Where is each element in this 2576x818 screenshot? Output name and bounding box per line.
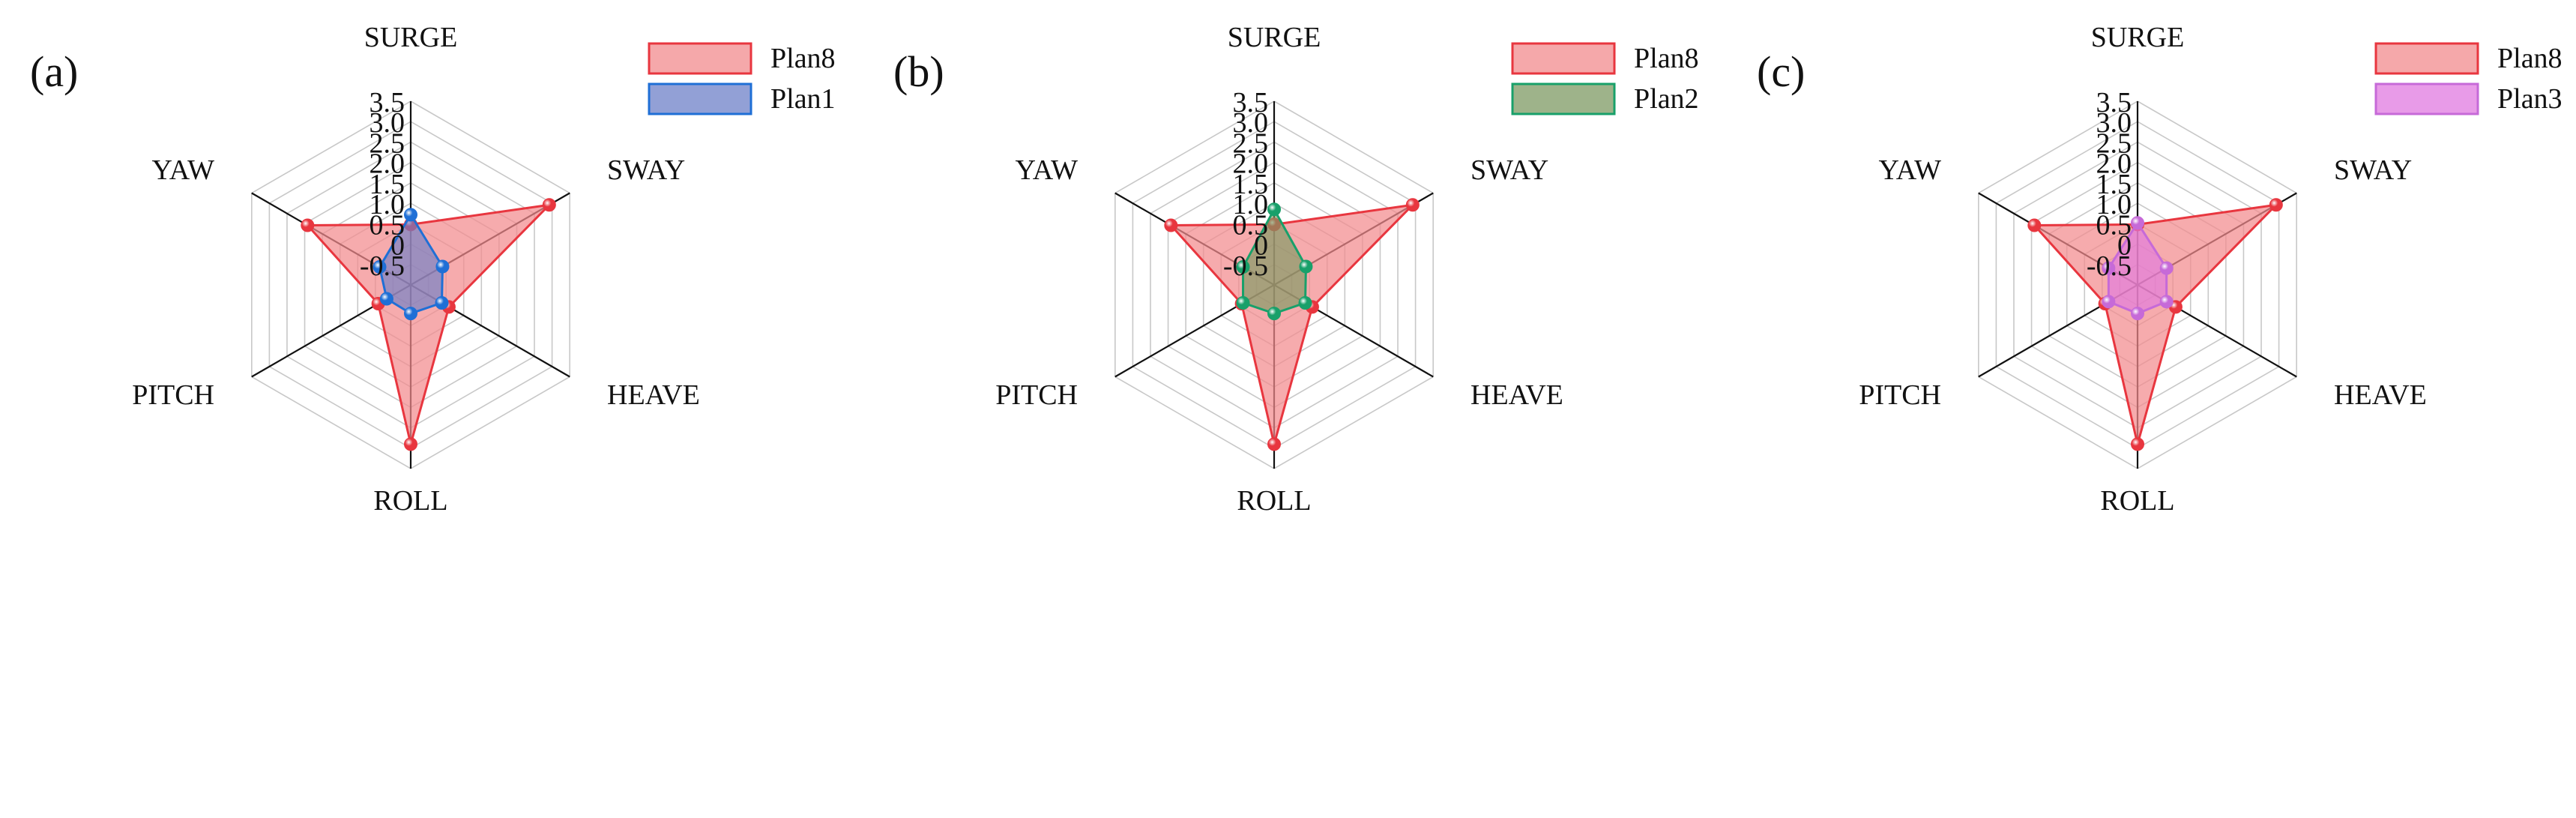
axis-label-roll: ROLL bbox=[1237, 485, 1311, 517]
data-point-plan3-heave bbox=[2159, 295, 2174, 309]
data-point-plan8-sway bbox=[2269, 198, 2283, 212]
data-point-plan1-sway bbox=[435, 259, 450, 274]
data-point-plan2-sway bbox=[1299, 259, 1313, 274]
axis-label-yaw: YAW bbox=[1016, 154, 1079, 186]
legend-swatch-plan2 bbox=[1511, 82, 1616, 115]
radial-tick-label: 1.0 bbox=[2096, 189, 2132, 220]
radial-tick-label: 3.5 bbox=[1233, 87, 1269, 118]
radial-tick-label: 3.0 bbox=[1233, 107, 1269, 139]
radial-tick-label: 0.5 bbox=[1233, 209, 1269, 241]
axis-label-sway: SWAY bbox=[1471, 154, 1548, 186]
panel-label: (c) bbox=[1757, 47, 1805, 96]
legend-label-plan8: Plan8 bbox=[770, 43, 836, 74]
data-point-plan3-pitch bbox=[2102, 295, 2116, 309]
radial-tick-label: -0.5 bbox=[360, 250, 405, 282]
axis-label-heave: HEAVE bbox=[607, 379, 700, 411]
radial-tick-label: 2.0 bbox=[369, 148, 405, 180]
data-point-plan1-roll bbox=[404, 307, 417, 321]
axis-label-sway: SWAY bbox=[2334, 154, 2412, 186]
radial-tick-label: 2.0 bbox=[2096, 148, 2132, 180]
data-point-plan8-roll bbox=[1267, 437, 1281, 451]
radial-tick-label: 3.5 bbox=[369, 87, 405, 118]
radial-tick-label: 2.5 bbox=[2096, 127, 2132, 159]
radial-tick-label: -0.5 bbox=[1223, 250, 1268, 282]
data-point-plan3-yaw bbox=[2102, 261, 2116, 275]
data-point-plan8-yaw bbox=[301, 218, 315, 232]
data-point-plan1-heave bbox=[435, 295, 449, 310]
legend-label-plan3: Plan3 bbox=[2497, 83, 2563, 115]
axis-label-heave: HEAVE bbox=[2334, 379, 2427, 411]
radial-tick-label: 0 bbox=[1254, 230, 1268, 262]
panel-label: (a) bbox=[30, 47, 78, 96]
radial-tick-label: 0.5 bbox=[2096, 209, 2132, 241]
axis-label-surge: SURGE bbox=[364, 22, 458, 53]
radial-tick-label: 2.5 bbox=[1233, 127, 1269, 159]
legend-swatch-plan3 bbox=[2374, 82, 2479, 115]
axis-label-sway: SWAY bbox=[607, 154, 685, 186]
radar-panel-3: -0.500.51.01.52.02.53.03.5 SURGE SWAY HEAVE… bbox=[1757, 22, 2563, 517]
axis-label-yaw: YAW bbox=[1879, 154, 1942, 186]
axis-label-roll: ROLL bbox=[373, 485, 447, 517]
radial-tick-label: 1.0 bbox=[1233, 189, 1269, 220]
radial-tick-label: 3.0 bbox=[369, 107, 405, 139]
data-point-plan2-yaw bbox=[1236, 260, 1250, 274]
radial-tick-label: 3.0 bbox=[2096, 107, 2132, 139]
radial-tick-label: 2.0 bbox=[1233, 148, 1269, 180]
legend-label-plan8: Plan8 bbox=[2497, 43, 2563, 74]
data-point-plan3-sway bbox=[2159, 261, 2174, 275]
data-point-plan2-heave bbox=[1298, 295, 1312, 310]
data-point-plan2-pitch bbox=[1236, 295, 1250, 310]
data-point-plan3-surge bbox=[2131, 216, 2144, 230]
axis-label-roll: ROLL bbox=[2100, 485, 2174, 517]
axis-label-surge: SURGE bbox=[2091, 22, 2185, 53]
radial-tick-label: 1.0 bbox=[369, 189, 405, 220]
legend-label-plan2: Plan2 bbox=[1634, 83, 1699, 115]
radial-tick-label: 2.5 bbox=[369, 127, 405, 159]
legend-label-plan8: Plan8 bbox=[1634, 43, 1699, 74]
radial-tick-label: 0 bbox=[2117, 230, 2132, 262]
radial-tick-label: 0 bbox=[390, 230, 405, 262]
radial-tick-label: 3.5 bbox=[2096, 87, 2132, 118]
legend-swatch-plan8 bbox=[2374, 42, 2479, 75]
legend-swatch-plan8 bbox=[1511, 42, 1616, 75]
data-point-plan1-yaw bbox=[372, 260, 387, 274]
data-point-plan1-pitch bbox=[379, 292, 393, 306]
radial-tick-label: 0.5 bbox=[369, 209, 405, 241]
panel-label: (b) bbox=[893, 47, 944, 96]
axis-label-pitch: PITCH bbox=[995, 379, 1078, 411]
data-point-plan8-yaw bbox=[2027, 218, 2042, 232]
data-point-plan8-sway bbox=[1405, 198, 1420, 212]
data-point-plan1-surge bbox=[404, 208, 417, 222]
axis-label-surge: SURGE bbox=[1228, 22, 1321, 53]
legend-swatch-plan8 bbox=[648, 42, 752, 75]
radial-tick-label: 1.5 bbox=[369, 169, 405, 200]
data-point-plan2-surge bbox=[1267, 202, 1281, 217]
radial-tick-label: -0.5 bbox=[2087, 250, 2132, 282]
data-point-plan8-sway bbox=[542, 198, 556, 212]
data-point-plan2-roll bbox=[1267, 307, 1281, 321]
radial-tick-label: 1.5 bbox=[1233, 169, 1269, 200]
axis-label-pitch: PITCH bbox=[1859, 379, 1941, 411]
radar-panel-2: -0.500.51.01.52.02.53.03.5 SURGE SWAY HEAVE… bbox=[893, 22, 1699, 517]
axis-label-heave: HEAVE bbox=[1471, 379, 1563, 411]
data-point-plan8-roll bbox=[2131, 437, 2144, 451]
data-point-plan3-roll bbox=[2131, 307, 2144, 321]
axis-label-pitch: PITCH bbox=[132, 379, 214, 411]
radar-panel-1: -0.500.51.01.52.02.53.03.5 SURGE SWAY HEAVE… bbox=[30, 22, 836, 517]
radial-tick-label: 1.5 bbox=[2096, 169, 2132, 200]
legend-label-plan1: Plan1 bbox=[770, 83, 836, 115]
legend-swatch-plan1 bbox=[648, 82, 752, 115]
data-point-plan8-roll bbox=[404, 437, 417, 451]
axis-label-yaw: YAW bbox=[152, 154, 215, 186]
data-point-plan8-yaw bbox=[1164, 218, 1178, 232]
